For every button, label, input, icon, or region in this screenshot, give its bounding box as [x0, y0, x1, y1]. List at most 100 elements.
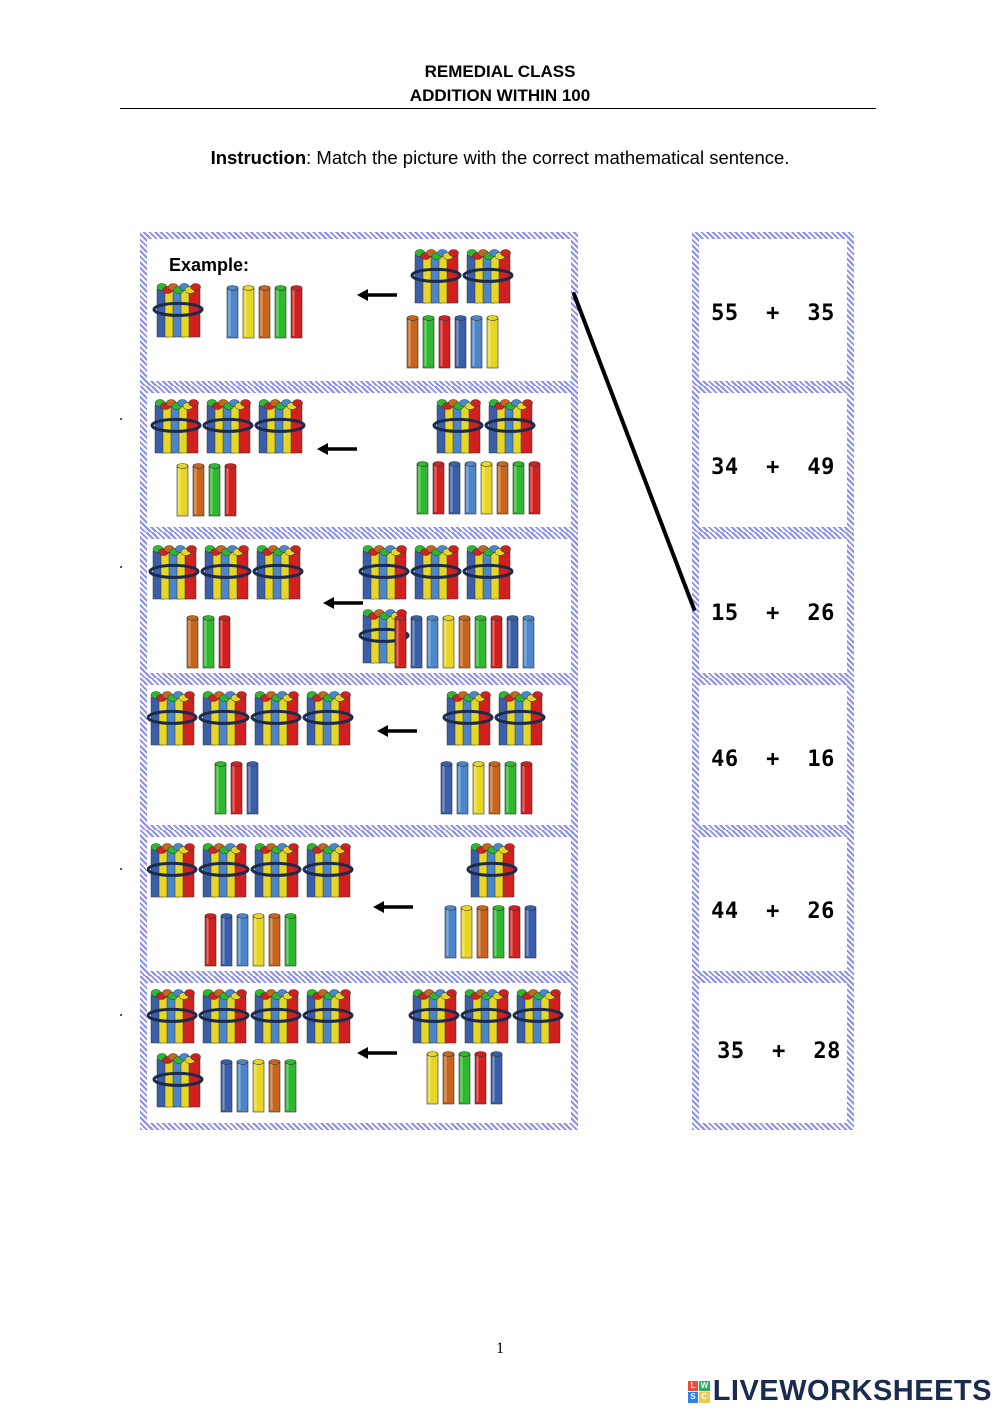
- stick-bundle-icon: [494, 691, 546, 746]
- stick-icon: [426, 1051, 439, 1105]
- sentence-cell[interactable]: 55 + 35: [692, 232, 854, 388]
- stick-bundle-icon: [466, 843, 518, 898]
- stick-icon: [258, 285, 271, 339]
- stick-bundle-icon: [302, 843, 354, 898]
- math-sentence: 34 + 49: [711, 455, 835, 480]
- stick-icon: [488, 761, 501, 815]
- header-divider: [120, 108, 876, 109]
- stick-icon: [490, 615, 503, 669]
- math-sentence: 55 + 35: [711, 301, 835, 326]
- stick-icon: [440, 761, 453, 815]
- instruction-text: : Match the picture with the correct mat…: [306, 147, 790, 168]
- stick-icon: [230, 761, 243, 815]
- stick-icon: [444, 905, 457, 959]
- stick-bundle-icon: [147, 843, 198, 898]
- stick-bundle-icon: [408, 989, 460, 1044]
- stick-icon: [480, 461, 493, 515]
- sentence-cell[interactable]: 46 + 16: [692, 678, 854, 832]
- stick-icon: [476, 905, 489, 959]
- math-sentence: 35 + 28: [717, 1039, 841, 1064]
- stick-icon: [456, 761, 469, 815]
- sticks-picture: [147, 691, 546, 815]
- stick-bundle-icon: [432, 399, 484, 454]
- stick-bundle-icon: [302, 691, 354, 746]
- stick-bundle-icon: [252, 545, 304, 600]
- stick-icon: [224, 463, 237, 517]
- stick-icon: [284, 913, 297, 967]
- stick-icon: [522, 615, 535, 669]
- stick-icon: [460, 905, 473, 959]
- stick-icon: [242, 285, 255, 339]
- stick-icon: [432, 461, 445, 515]
- stick-icon: [186, 615, 199, 669]
- stick-icon: [528, 461, 541, 515]
- stick-bundle-icon: [358, 545, 410, 600]
- worksheet-subtitle: ADDITION WITHIN 100: [409, 86, 591, 105]
- stick-icon: [208, 463, 221, 517]
- stick-bundle-icon: [302, 989, 354, 1044]
- stick-bundle-icon: [148, 545, 200, 600]
- stick-icon: [520, 761, 533, 815]
- picture-cell[interactable]: [140, 678, 578, 832]
- stick-bundle-icon: [254, 399, 306, 454]
- sticks-picture: [147, 843, 537, 967]
- stick-icon: [416, 461, 429, 515]
- bullet-dot: [120, 1014, 122, 1016]
- stick-icon: [246, 761, 259, 815]
- stick-bundle-icon: [200, 545, 252, 600]
- picture-cell[interactable]: [140, 532, 578, 680]
- bullet-dot: [120, 868, 122, 870]
- bullet-dot: [120, 418, 122, 420]
- arrow-left-icon: [317, 443, 357, 455]
- math-sentence: 15 + 26: [711, 601, 835, 626]
- example-picture-cell[interactable]: Example:: [140, 232, 578, 388]
- stick-icon: [490, 1051, 503, 1105]
- sentence-cell[interactable]: 15 + 26: [692, 532, 854, 680]
- stick-icon: [524, 905, 537, 959]
- stick-icon: [426, 615, 439, 669]
- stick-icon: [448, 461, 461, 515]
- sticks-picture: [148, 545, 535, 669]
- stick-bundle-icon: [198, 989, 250, 1044]
- stick-bundle-icon: [250, 989, 302, 1044]
- stick-icon: [504, 761, 517, 815]
- sentence-cell[interactable]: 34 + 49: [692, 386, 854, 534]
- stick-bundle-icon: [460, 989, 512, 1044]
- stick-bundle-icon: [150, 399, 202, 454]
- arrow-left-icon: [357, 289, 397, 301]
- picture-cell[interactable]: [140, 976, 578, 1130]
- sentence-cell[interactable]: 35 + 28: [692, 976, 854, 1130]
- stick-bundle-icon: [202, 399, 254, 454]
- stick-icon: [204, 913, 217, 967]
- stick-icon: [458, 615, 471, 669]
- stick-bundle-icon: [410, 249, 462, 304]
- stick-bundle-icon: [250, 843, 302, 898]
- stick-icon: [226, 285, 239, 339]
- stick-icon: [394, 615, 407, 669]
- arrow-left-icon: [357, 1047, 397, 1059]
- stick-bundle-icon: [198, 691, 250, 746]
- stick-bundle-icon: [512, 989, 564, 1044]
- instruction: Instruction: Match the picture with the …: [0, 147, 1000, 169]
- stick-icon: [442, 1051, 455, 1105]
- stick-icon: [252, 913, 265, 967]
- picture-cell[interactable]: [140, 386, 578, 534]
- math-sentence: 44 + 26: [711, 899, 835, 924]
- instruction-label: Instruction: [210, 147, 307, 168]
- stick-icon: [218, 615, 231, 669]
- logo-mark-letter: C: [699, 1392, 710, 1403]
- stick-icon: [442, 615, 455, 669]
- stick-bundle-icon: [442, 691, 494, 746]
- stick-bundle-icon: [147, 989, 198, 1044]
- stick-icon: [236, 1059, 249, 1113]
- stick-icon: [252, 1059, 265, 1113]
- logo-mark-letter: L: [687, 1380, 699, 1391]
- page-number: 1: [496, 1340, 504, 1357]
- stick-icon: [486, 315, 499, 369]
- example-label: Example:: [169, 255, 250, 275]
- picture-cell[interactable]: [140, 830, 578, 978]
- sentence-cell[interactable]: 44 + 26: [692, 830, 854, 978]
- stick-icon: [454, 315, 467, 369]
